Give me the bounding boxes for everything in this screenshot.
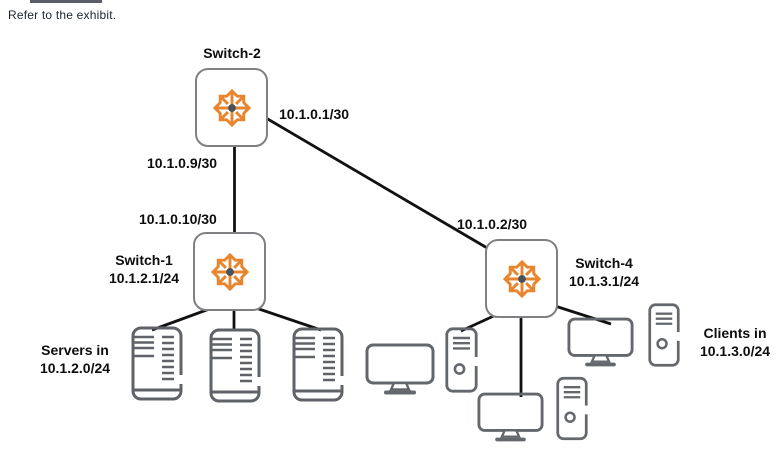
client-tower-icon (648, 303, 681, 367)
clients-label-line2: 10.1.3.0/24 (699, 343, 771, 359)
link-switch2-switch4 (265, 116, 495, 254)
link-label-10-1-0-9: 10.1.0.9/30 (147, 155, 218, 171)
clients-group-label: Clients in 10.1.3.0/24 (686, 324, 780, 360)
servers-label-line2: 10.1.2.0/24 (39, 360, 111, 376)
switch-icon (212, 88, 251, 127)
cropped-text-artifact (30, 0, 102, 3)
servers-group-label: Servers in 10.1.2.0/24 (26, 341, 124, 377)
switch4-label: Switch-4 (575, 255, 633, 271)
client-tower-icon (445, 327, 479, 393)
switch-icon (502, 259, 541, 298)
switch-icon (210, 252, 249, 291)
link-label-10-1-0-1: 10.1.0.1/30 (279, 106, 350, 122)
link-switch4-client-monitor2 (554, 304, 612, 326)
client-monitor-icon (365, 343, 435, 395)
clients-label-line1: Clients in (703, 325, 767, 341)
switch1-ip: 10.1.2.1/24 (108, 270, 180, 286)
switch1-label-block: Switch-1 10.1.2.1/24 (98, 251, 190, 287)
client-monitor-icon (567, 317, 634, 367)
switch2-node (195, 68, 268, 147)
server-icon (292, 327, 346, 402)
switch4-ip: 10.1.3.1/24 (568, 273, 640, 289)
link-label-10-1-0-10: 10.1.0.10/30 (139, 211, 217, 227)
link-switch1-server3 (255, 306, 322, 332)
switch4-node (485, 239, 558, 318)
server-icon (209, 328, 263, 403)
switch1-node (193, 232, 266, 311)
servers-label-line1: Servers in (41, 342, 109, 358)
exhibit-intro-text: Refer to the exhibit. (8, 8, 117, 22)
switch4-label-block: Switch-4 10.1.3.1/24 (556, 254, 652, 290)
link-label-10-1-0-2: 10.1.0.2/30 (457, 216, 528, 232)
client-monitor-icon (477, 392, 544, 442)
switch1-label: Switch-1 (115, 252, 173, 268)
switch2-label: Switch-2 (203, 45, 261, 61)
client-tower-icon (556, 375, 589, 442)
link-switch1-server1 (151, 306, 213, 332)
server-icon (131, 326, 185, 401)
